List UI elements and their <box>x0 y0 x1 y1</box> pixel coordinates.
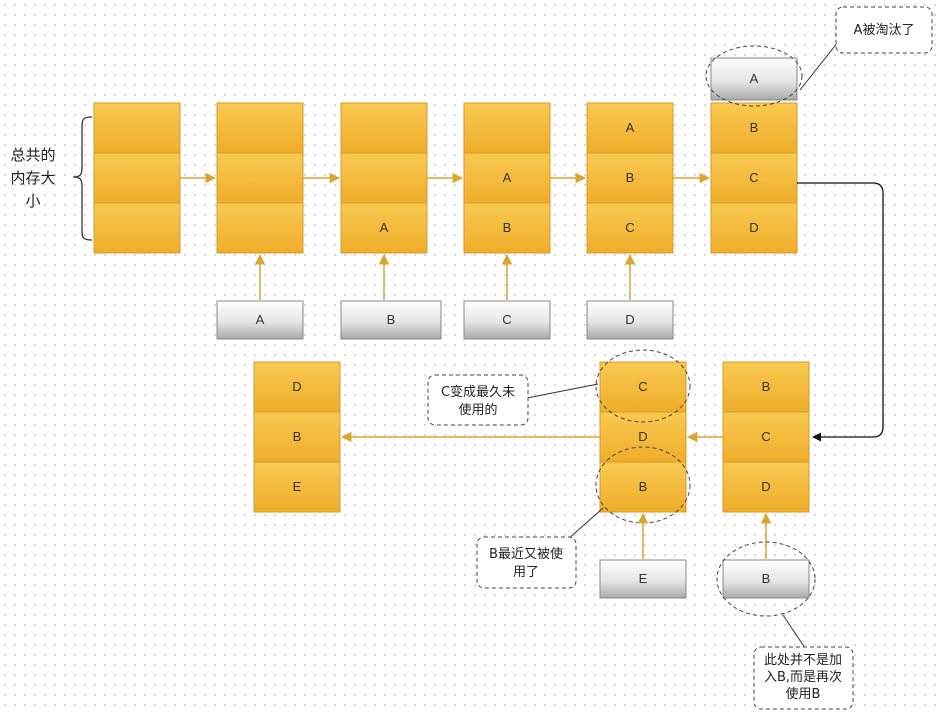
top-stack-4-cell-1 <box>463 102 551 154</box>
top-stack-2-cell-2 <box>216 152 304 204</box>
bottom-inputs: E B <box>599 512 810 599</box>
bottom-stack-2-cell-3-label: B <box>639 479 648 494</box>
bottom-stack-2: C D B <box>599 361 687 513</box>
bottom-stack-2-cell-2 <box>599 411 687 463</box>
top-stack-2 <box>216 102 304 254</box>
evicted-callout-connector <box>799 41 839 91</box>
total-memory-line-2: 内存大 <box>10 169 55 187</box>
bottom-stack-2-cell-1-label: C <box>638 379 647 394</box>
bottom-stack-2-cell-1 <box>599 361 687 413</box>
top-stack-5-cell-2-label: B <box>626 170 635 185</box>
reuse-callout-line-1: 此处并不是加 <box>764 653 842 668</box>
bottom-stack-1-cell-2 <box>253 411 341 463</box>
top-input-block-1-label: A <box>256 312 265 327</box>
top-stack-5-cell-3 <box>586 202 674 254</box>
total-memory-line-3: 小 <box>25 192 40 210</box>
top-input-block-2-label: B <box>387 312 396 327</box>
top-stack-2-cell-1 <box>216 102 304 154</box>
recent-callout-box <box>476 536 577 589</box>
top-stack-1 <box>93 102 181 254</box>
bottom-stack-1-cell-3 <box>253 461 341 513</box>
total-memory-label: 总共的 内存大 小 <box>10 146 55 210</box>
top-stack-5: A B C <box>586 102 674 254</box>
bottom-stack-1: D B E <box>253 361 341 513</box>
recent-callout-connector <box>566 507 604 541</box>
bottom-stack-3-cell-2 <box>722 411 810 463</box>
bottom-input-block-1 <box>599 559 687 599</box>
reuse-callout-connector <box>782 614 806 649</box>
top-stack-6-cell-1-label: B <box>750 120 759 135</box>
top-stack-6-cell-3-label: D <box>749 220 758 235</box>
lru-callout-connector <box>526 383 599 399</box>
top-stack-6-cell-3 <box>710 202 798 254</box>
top-stack-6-cell-2-label: C <box>749 170 758 185</box>
top-input-block-3 <box>463 300 551 340</box>
top-stack-3-cell-3 <box>340 202 428 254</box>
top-stack-5-cell-1-label: A <box>626 120 635 135</box>
bottom-stack-3: B C D <box>722 361 810 513</box>
reuse-callout-line-3: 使用B <box>786 686 821 702</box>
bottom-stack-1-cell-2-label: B <box>293 429 302 444</box>
bottom-input-block-2 <box>722 559 810 599</box>
reuse-callout-box <box>753 646 854 710</box>
bottom-stack-3-cell-1 <box>722 361 810 413</box>
bottom-stack-3-cell-2-label: C <box>761 429 770 444</box>
reuse-callout-line-2: 入B,而是再次 <box>764 669 842 685</box>
evicted-callout-box <box>835 6 933 54</box>
bottom-stack-2-cell-2-label: D <box>638 429 647 444</box>
memory-brace-icon <box>72 116 93 241</box>
row-transition-arrow <box>797 182 884 442</box>
bottom-stack-2-cell-3 <box>599 461 687 513</box>
bottom-stack-1-cell-3-label: E <box>293 479 302 494</box>
top-stack-1-cell-2 <box>93 152 181 204</box>
top-inputs: A B C D <box>216 253 674 340</box>
top-stack-3-cell-2 <box>340 152 428 204</box>
top-input-block-4-label: D <box>625 312 634 327</box>
lru-highlight-ellipse <box>595 349 691 423</box>
bottom-stack-3-cell-1-label: B <box>762 379 771 394</box>
evicted-block <box>710 57 798 101</box>
top-input-block-1 <box>216 300 304 340</box>
top-stack-4: A B <box>463 102 551 254</box>
bottom-input-block-2-label: B <box>762 571 771 586</box>
total-memory-line-1: 总共的 <box>10 146 55 164</box>
top-input-block-3-label: C <box>502 312 511 327</box>
top-stack-3: A <box>340 102 428 254</box>
top-stack-4-cell-3-label: B <box>503 220 512 235</box>
bottom-stack-1-cell-1-label: D <box>292 379 301 394</box>
top-input-block-2 <box>340 300 442 340</box>
top-stack-3-cell-1 <box>340 102 428 154</box>
top-stack-3-cell-3-label: A <box>380 220 389 235</box>
recent-callout-line-1: B最近又被使 <box>489 546 563 562</box>
bottom-stack-3-cell-3 <box>722 461 810 513</box>
lru-callout-line-1: C变成最久未 <box>441 384 515 400</box>
top-stack-5-cell-3-label: C <box>625 220 634 235</box>
top-stack-6: B C D <box>710 102 798 254</box>
bottom-stack-3-cell-3-label: D <box>761 479 770 494</box>
top-stack-2-cell-3 <box>216 202 304 254</box>
bottom-input-block-1-label: E <box>639 571 648 586</box>
evicted-block-label: A <box>750 71 759 86</box>
top-input-block-4 <box>586 300 674 340</box>
top-stack-4-cell-3 <box>463 202 551 254</box>
recent-callout-line-2: 用了 <box>513 565 539 580</box>
top-stack-1-cell-3 <box>93 202 181 254</box>
lru-callout-line-2: 使用的 <box>458 402 497 418</box>
evicted-highlight-ellipse <box>705 45 803 107</box>
evicted-callout-text: A被淘汰了 <box>854 23 915 38</box>
top-stack-4-cell-2-label: A <box>503 170 512 185</box>
lru-callout-box <box>427 374 529 426</box>
top-stack-6-cell-2 <box>710 152 798 204</box>
top-stack-1-cell-1 <box>93 102 181 154</box>
reuse-highlight-ellipse <box>716 541 816 617</box>
top-stack-4-cell-2 <box>463 152 551 204</box>
top-stack-5-cell-1 <box>586 102 674 154</box>
